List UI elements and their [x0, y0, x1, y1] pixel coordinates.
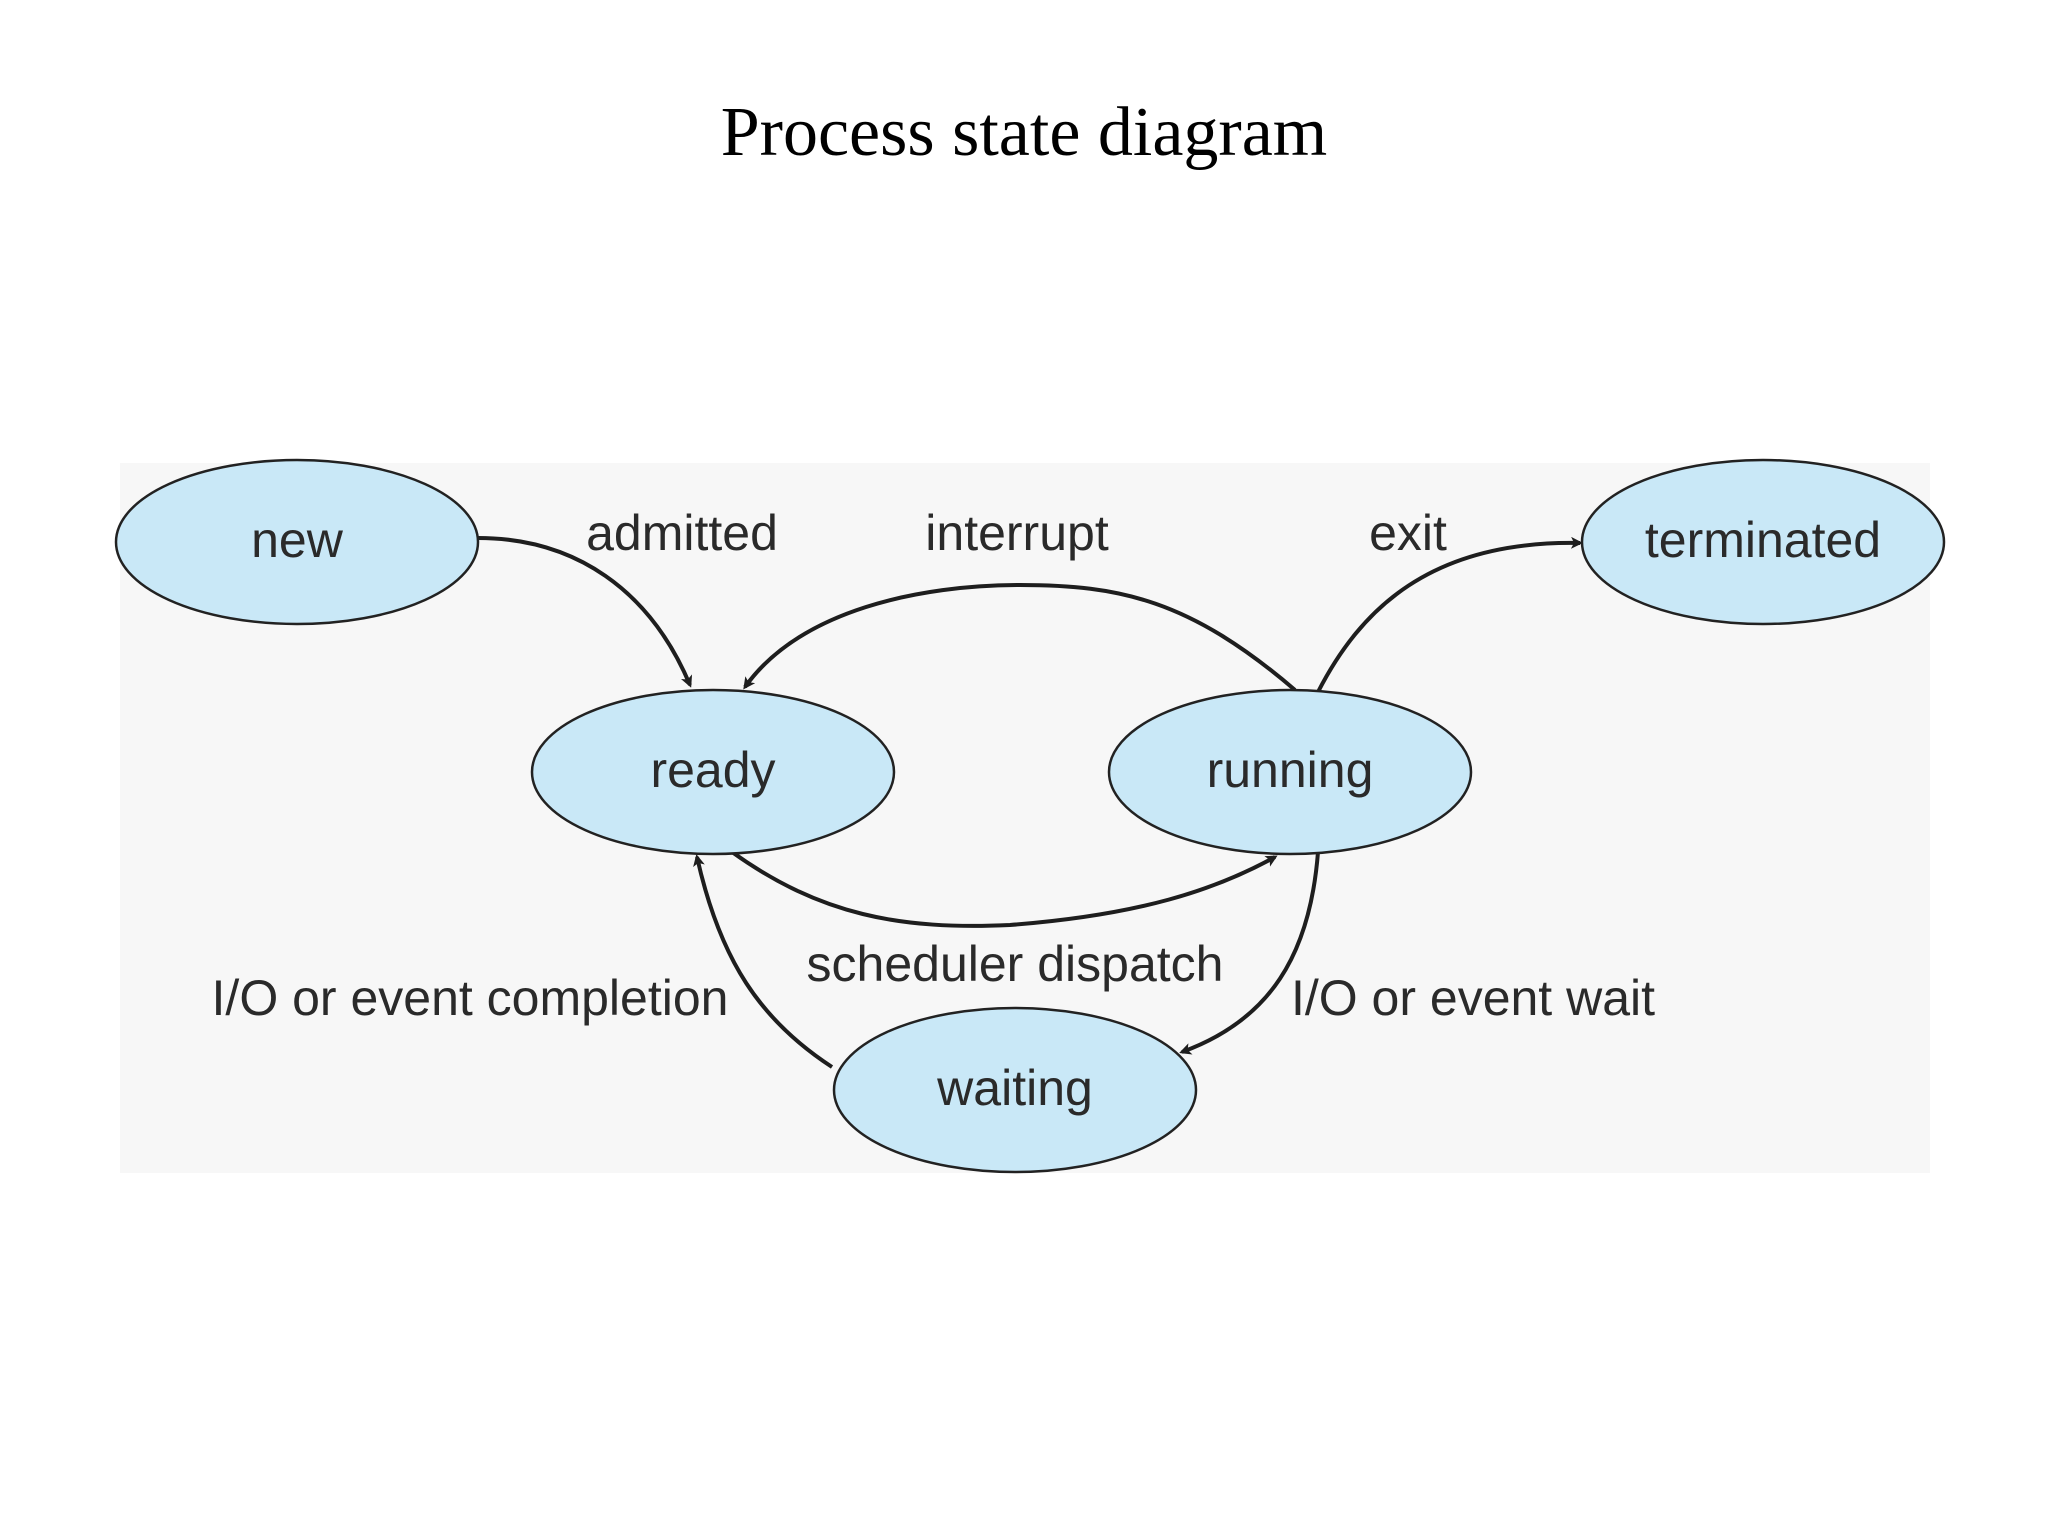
- state-running-label: running: [1207, 742, 1374, 798]
- label-interrupt: interrupt: [925, 505, 1109, 561]
- edge-interrupt: [743, 582, 1297, 692]
- state-terminated: terminated: [1580, 458, 1946, 626]
- edge-admitted: [477, 536, 693, 688]
- state-ready-label: ready: [650, 742, 775, 798]
- label-exit: exit: [1369, 505, 1447, 561]
- edge-io-event-completion: [693, 854, 834, 1069]
- state-new: new: [114, 458, 480, 626]
- label-io-event-completion: I/O or event completion: [212, 970, 729, 1026]
- label-admitted: admitted: [586, 505, 778, 561]
- label-io-event-wait: I/O or event wait: [1291, 970, 1655, 1026]
- state-running: running: [1107, 688, 1473, 856]
- state-ready: ready: [530, 688, 896, 856]
- state-waiting: waiting: [832, 1006, 1198, 1174]
- label-scheduler-dispatch: scheduler dispatch: [807, 936, 1224, 992]
- state-terminated-label: terminated: [1645, 512, 1881, 568]
- state-new-label: new: [251, 512, 344, 568]
- edge-scheduler-dispatch: [730, 850, 1278, 928]
- state-waiting-label: waiting: [936, 1060, 1093, 1116]
- edge-exit: [1316, 536, 1583, 693]
- page-title: Process state diagram: [720, 94, 1328, 171]
- edge-io-event-wait: [1179, 851, 1320, 1055]
